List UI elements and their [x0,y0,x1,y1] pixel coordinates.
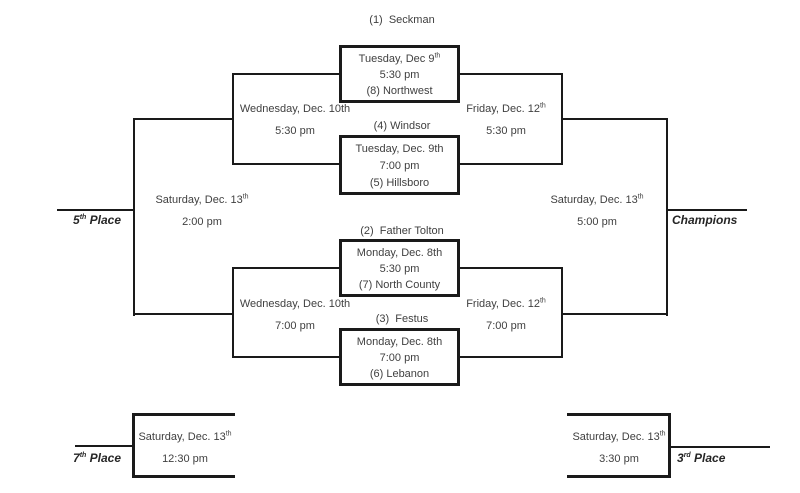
place-superscript: th [79,214,87,221]
seed-label-northwest: (8) Northwest [366,85,433,97]
winners-semi-bottom-label: Friday, Dec. 12th 7:00 pm [447,293,565,337]
date-superscript: th [434,52,441,60]
date-superscript: th [659,430,666,438]
connector-line [233,163,341,165]
consolation-semi-top-label: Wednesday, Dec. 10th 5:30 pm [233,98,357,142]
seed-label-lebanon: (6) Lebanon [369,368,430,380]
game-date: Wednesday, Dec. 10th [239,298,351,310]
date-superscript: th [539,102,546,110]
fifth-place-line [57,209,135,211]
champions-line [666,209,747,211]
third-bracket-line [567,413,671,416]
seventh-bracket-line [132,475,235,478]
seed-label-father-tolton: (2) Father Tolton [360,225,444,237]
connector-line [233,73,341,75]
match-box-game1: Tuesday, Dec 9th 5:30 pm (8) Northwest [339,45,460,103]
game-date: Wednesday, Dec. 10th [239,103,351,115]
place-superscript: rd [683,452,691,459]
date-superscript: th [242,193,249,201]
connector-line [134,118,234,120]
game-date: Monday, Dec. 8th [356,336,443,348]
game-date: Tuesday, Dec. 9th [355,143,444,155]
game-time: 5:30 pm [379,263,420,275]
third-bracket-line [567,475,671,478]
game-date: Tuesday, Dec 9th [358,52,441,65]
game-date: Friday, Dec. 12th [466,102,546,115]
connector-line [233,267,340,269]
game-date: Saturday, Dec. 13th [550,193,644,206]
game-date: Saturday, Dec. 13th [155,193,249,206]
championship-game-label: Saturday, Dec. 13th 5:00 pm [533,189,661,233]
seed-label-windsor: (4) Windsor [373,120,431,132]
third-place-game-label: Saturday, Dec. 13th 3:30 pm [556,426,682,470]
game-date: Saturday, Dec. 13th [572,430,666,443]
game-time: 12:30 pm [162,453,208,465]
connector-line [561,118,668,120]
seventh-place-game-label: Saturday, Dec. 13th 12:30 pm [122,426,248,470]
game-date: Monday, Dec. 8th [356,247,443,259]
game-time: 7:00 pm [275,320,315,332]
match-box-game2: Tuesday, Dec. 9th 7:00 pm (5) Hillsboro [339,135,460,195]
game-time: 7:00 pm [486,320,526,332]
consolation-semi-bottom-label: Wednesday, Dec. 10th 7:00 pm [233,293,357,337]
third-place-line [671,446,770,448]
game-time: 2:00 pm [182,216,222,228]
seventh-place-label: 7th Place [73,451,121,465]
date-superscript: th [637,193,644,201]
game-time: 5:30 pm [379,69,420,81]
seventh-place-line [75,445,134,447]
game-time: 3:30 pm [599,453,639,465]
champions-label: Champions [672,213,738,227]
connector-line [666,118,668,316]
match-box-game4: Monday, Dec. 8th 7:00 pm (6) Lebanon [339,328,460,386]
date-superscript: th [225,430,232,438]
connector-line [232,267,234,358]
connector-line [233,356,340,358]
seed-label-seckman: (1) Seckman [369,14,435,26]
game-time: 5:00 pm [577,216,617,228]
seed-label-hillsboro: (5) Hillsboro [369,177,430,189]
game-time: 7:00 pm [379,160,420,172]
game-time: 7:00 pm [379,352,420,364]
connector-line [561,313,668,315]
fifth-place-game-label: Saturday, Dec. 13th 2:00 pm [138,189,266,233]
date-superscript: th [539,297,546,305]
third-place-label: 3rd Place [677,451,726,465]
third-bracket-line [668,413,671,478]
winners-semi-top-label: Friday, Dec. 12th 5:30 pm [447,98,565,142]
connector-line [458,163,563,165]
game-date: Friday, Dec. 12th [466,297,546,310]
seed-label-north-county: (7) North County [358,279,441,291]
connector-line [458,267,563,269]
connector-line [458,73,563,75]
game-time: 5:30 pm [275,125,315,137]
seventh-bracket-line [132,413,235,416]
place-superscript: th [79,452,87,459]
fifth-place-label: 5th Place [73,213,121,227]
game-date: Saturday, Dec. 13th [138,430,232,443]
seed-label-festus: (3) Festus [375,313,429,325]
connector-line [458,356,563,358]
match-box-game3: Monday, Dec. 8th 5:30 pm (7) North Count… [339,239,460,297]
connector-line [133,118,135,316]
connector-line [134,313,234,315]
connector-line [561,267,563,358]
game-time: 5:30 pm [486,125,526,137]
